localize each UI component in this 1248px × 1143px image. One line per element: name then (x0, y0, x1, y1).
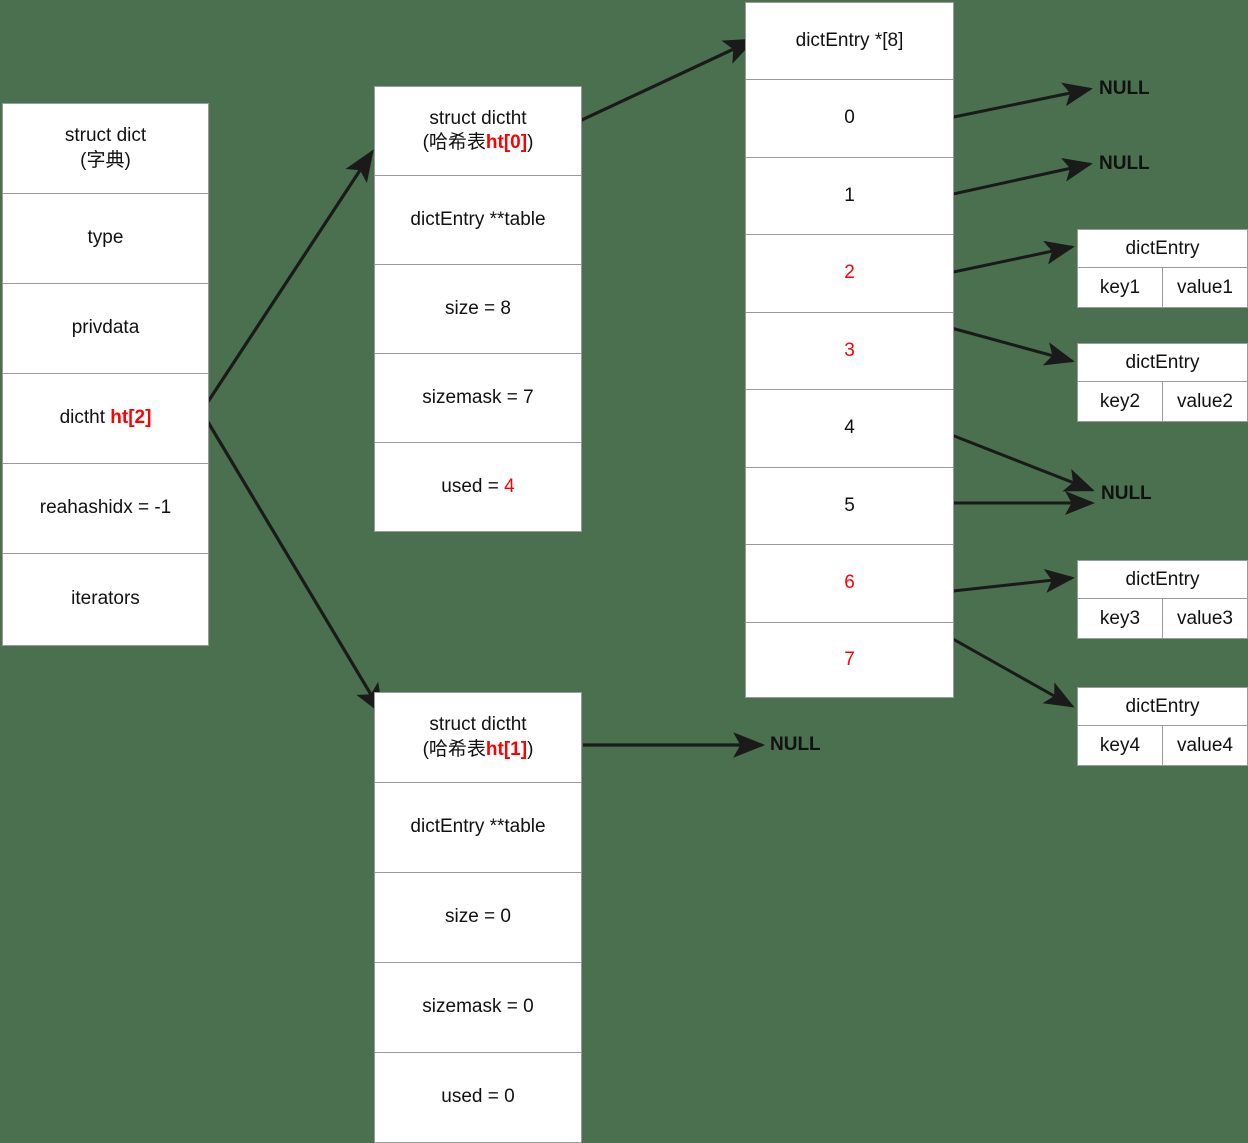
arrow-slot4-to-null (943, 430, 1095, 492)
dictht1-title: struct dictht (429, 714, 527, 736)
struct-dictht-ht0-box: struct dictht (哈希表ht[0]) dictEntry **tab… (374, 86, 582, 532)
dictentry-box-2: dictEntry key2 value2 (1077, 343, 1248, 422)
dictht1-subtitle: (哈希表 (422, 738, 486, 760)
field-label: privdata (71, 317, 140, 339)
dictentry-kv-row: key2 value2 (1078, 382, 1247, 422)
dictentry-value: value2 (1177, 391, 1233, 412)
field-label: used = (441, 475, 505, 497)
struct-dict-field-privdata: privdata (3, 284, 208, 374)
field-label: dictEntry **table (410, 208, 546, 230)
dictht1-subtitle-tail: ) (527, 738, 534, 760)
bucket-slot-5[interactable]: 5 (746, 468, 953, 545)
dictht1-subtitle-accent: ht[1] (485, 738, 528, 760)
dictentry-key: key3 (1078, 599, 1163, 639)
dictht1-field-size: size = 0 (375, 873, 581, 963)
field-label: sizemask = 0 (422, 996, 534, 1018)
bucket-array-box: dictEntry *[8] 0 1 2 3 4 5 6 7 (745, 2, 954, 698)
dictentry-value: value1 (1177, 277, 1233, 298)
field-label: reahashidx = -1 (39, 497, 172, 519)
struct-dictht-ht1-box: struct dictht (哈希表ht[1]) dictEntry **tab… (374, 692, 582, 1143)
dictentry-title: dictEntry (1078, 688, 1247, 726)
arrow-dict-to-ht0 (194, 149, 374, 421)
dictht0-subtitle-tail: ) (527, 132, 534, 153)
bucket-slot-3[interactable]: 3 (746, 313, 953, 390)
dictentry-key: key1 (1078, 268, 1163, 308)
bucket-slot-6[interactable]: 6 (746, 545, 953, 623)
arrow-slot7-to-entry4 (943, 632, 1075, 708)
bucket-array-header: dictEntry *[8] (746, 3, 953, 80)
null-label-slot0: NULL (1099, 78, 1150, 99)
field-label: dictht (59, 407, 111, 429)
struct-dict-header: struct dict (字典) (3, 104, 208, 194)
bucket-slot-index: 4 (844, 417, 855, 439)
dictentry-kv-row: key4 value4 (1078, 726, 1247, 766)
null-label-slot45: NULL (1101, 483, 1152, 504)
dictentry-box-1: dictEntry key1 value1 (1077, 229, 1248, 308)
arrow-slot3-to-entry2 (943, 324, 1075, 366)
null-label-slot1: NULL (1099, 153, 1150, 174)
field-label: sizemask = 7 (422, 386, 534, 408)
struct-dict-field-ht: dictht ht[2] (3, 374, 208, 464)
bucket-slot-1[interactable]: 1 (746, 158, 953, 235)
dictht1-field-used: used = 0 (375, 1053, 581, 1142)
field-label: size = 0 (444, 906, 511, 928)
bucket-slot-7[interactable]: 7 (746, 623, 953, 697)
dictht1-field-table: dictEntry **table (375, 783, 581, 873)
bucket-slot-index: 7 (844, 648, 855, 670)
field-label: size = 8 (444, 297, 511, 319)
arrow-slot0-to-null (943, 82, 1093, 121)
field-label: used = 0 (441, 1086, 515, 1108)
struct-dict-title: struct dict (64, 125, 147, 147)
dictentry-title: dictEntry (1078, 344, 1247, 382)
bucket-slot-index: 1 (844, 184, 855, 206)
bucket-array-header-label: dictEntry *[8] (795, 29, 904, 51)
field-label: type (87, 227, 124, 249)
dictentry-kv-row: key1 value1 (1078, 268, 1247, 308)
arrow-slot2-to-entry1 (943, 240, 1075, 276)
dictht0-subtitle: (哈希表 (422, 132, 486, 153)
bucket-slot-index: 2 (844, 262, 855, 284)
bucket-slot-index: 3 (844, 339, 855, 361)
dictentry-key: key2 (1078, 382, 1163, 422)
struct-dict-field-iterators: iterators (3, 554, 208, 645)
dictentry-box-3: dictEntry key3 value3 (1077, 560, 1248, 639)
dictht0-header: struct dictht (哈希表ht[0]) (375, 87, 581, 176)
bucket-slot-index: 6 (844, 572, 855, 594)
field-label: dictEntry **table (410, 816, 546, 838)
dictht0-field-used: used = 4 (375, 443, 581, 531)
arrow-ht0-to-bucket-array (555, 38, 756, 134)
dictht0-field-sizemask: sizemask = 7 (375, 354, 581, 443)
dictentry-value: value3 (1177, 608, 1233, 629)
bucket-slot-0[interactable]: 0 (746, 80, 953, 158)
bucket-slot-index: 5 (844, 494, 855, 516)
dictentry-title: dictEntry (1078, 561, 1247, 599)
dictentry-value: value4 (1177, 735, 1233, 756)
struct-dict-field-rehashidx: reahashidx = -1 (3, 464, 208, 554)
dictht1-header: struct dictht (哈希表ht[1]) (375, 693, 581, 783)
bucket-slot-4[interactable]: 4 (746, 390, 953, 468)
dictht0-field-size: size = 8 (375, 265, 581, 354)
dictht0-title: struct dictht (429, 107, 527, 129)
arrow-dict-to-ht1 (194, 401, 384, 716)
struct-dict-subtitle: (字典) (80, 149, 131, 171)
field-label-accent: 4 (504, 475, 515, 497)
arrow-slot6-to-entry3 (943, 569, 1075, 594)
bucket-slot-2[interactable]: 2 (746, 235, 953, 313)
field-label-accent: ht[2] (110, 407, 152, 429)
bucket-slot-index: 0 (844, 107, 855, 129)
null-label-ht1-table: NULL (770, 734, 821, 755)
arrow-slot1-to-null (943, 158, 1093, 198)
dictentry-box-4: dictEntry key4 value4 (1077, 687, 1248, 766)
struct-dict-field-type: type (3, 194, 208, 284)
dictht0-field-table: dictEntry **table (375, 176, 581, 265)
dictentry-key: key4 (1078, 726, 1163, 766)
struct-dict-box: struct dict (字典) type privdata dictht ht… (2, 103, 209, 646)
dictentry-kv-row: key3 value3 (1078, 599, 1247, 639)
field-label: iterators (71, 588, 140, 610)
dictht0-subtitle-accent: ht[0] (485, 132, 528, 153)
dictentry-title: dictEntry (1078, 230, 1247, 268)
dictht1-field-sizemask: sizemask = 0 (375, 963, 581, 1053)
